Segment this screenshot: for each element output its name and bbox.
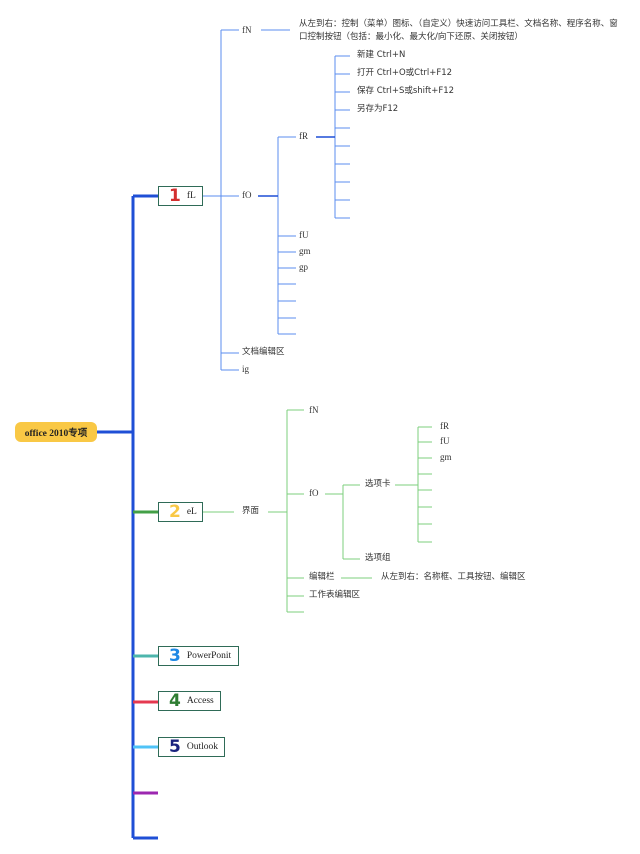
excel-node-sheet-area[interactable]: 工作表编辑区 — [309, 590, 361, 600]
excel-node-group[interactable]: 选项组 — [365, 553, 391, 563]
word-node-fO[interactable]: fO — [242, 190, 252, 200]
branch-label: Outlook — [186, 742, 218, 752]
word-fR-item[interactable]: 保存 Ctrl+S或shift+F12 — [357, 86, 455, 96]
excel-node-fO[interactable]: fO — [309, 488, 319, 498]
word-node-fR[interactable]: fR — [299, 131, 308, 141]
word-node-doc-area[interactable]: 文档编辑区 — [242, 347, 285, 357]
branch-label: PowerPonit — [186, 651, 232, 661]
word-fO-item[interactable]: gp — [299, 262, 308, 272]
excel-tab-item[interactable]: fU — [440, 436, 450, 446]
word-fO-item[interactable]: fU — [299, 230, 309, 240]
branch-number: 5 — [169, 737, 181, 757]
branch-label: fL — [186, 191, 196, 201]
excel-node-interface[interactable]: 界面 — [242, 506, 260, 516]
word-fR-item[interactable]: 另存为F12 — [357, 104, 399, 114]
excel-node-edit-bar[interactable]: 编辑栏 — [309, 572, 335, 582]
word-node-fN[interactable]: fN — [242, 25, 252, 35]
branch-label: eL — [186, 507, 197, 517]
word-fR-item[interactable]: 新建 Ctrl+N — [357, 50, 406, 60]
branch-node-word[interactable]: 1 fL — [158, 186, 203, 206]
branch-number: 1 — [169, 186, 181, 206]
branch-number: 4 — [169, 691, 181, 711]
excel-node-tab[interactable]: 选项卡 — [365, 479, 391, 489]
root-node[interactable]: office 2010专项 — [15, 422, 97, 442]
excel-node-fN[interactable]: fN — [309, 405, 319, 415]
word-fR-item[interactable]: 打开 Ctrl+O或Ctrl+F12 — [357, 68, 453, 78]
word-node-ig[interactable]: ig — [242, 364, 250, 374]
branch-node-excel[interactable]: 2 eL — [158, 502, 203, 522]
branch-node-access[interactable]: 4 Access — [158, 691, 221, 711]
branch-node-powerpoint[interactable]: 3 PowerPonit — [158, 646, 239, 666]
branch-label: Access — [186, 696, 214, 706]
excel-edit-bar-note: 从左到右：名称框、工具按钮、编辑区 — [381, 572, 526, 582]
branch-number: 2 — [169, 502, 181, 522]
excel-tab-item[interactable]: gm — [440, 452, 452, 462]
excel-tab-item[interactable]: fR — [440, 421, 449, 431]
branch-number: 3 — [169, 646, 181, 666]
branch-node-outlook[interactable]: 5 Outlook — [158, 737, 225, 757]
word-fN-note: 从左到右：控制（菜单）图标、（自定义）快速访问工具栏、文档名称、程序名称、窗口控… — [299, 19, 618, 42]
word-fO-item[interactable]: gm — [299, 246, 311, 256]
